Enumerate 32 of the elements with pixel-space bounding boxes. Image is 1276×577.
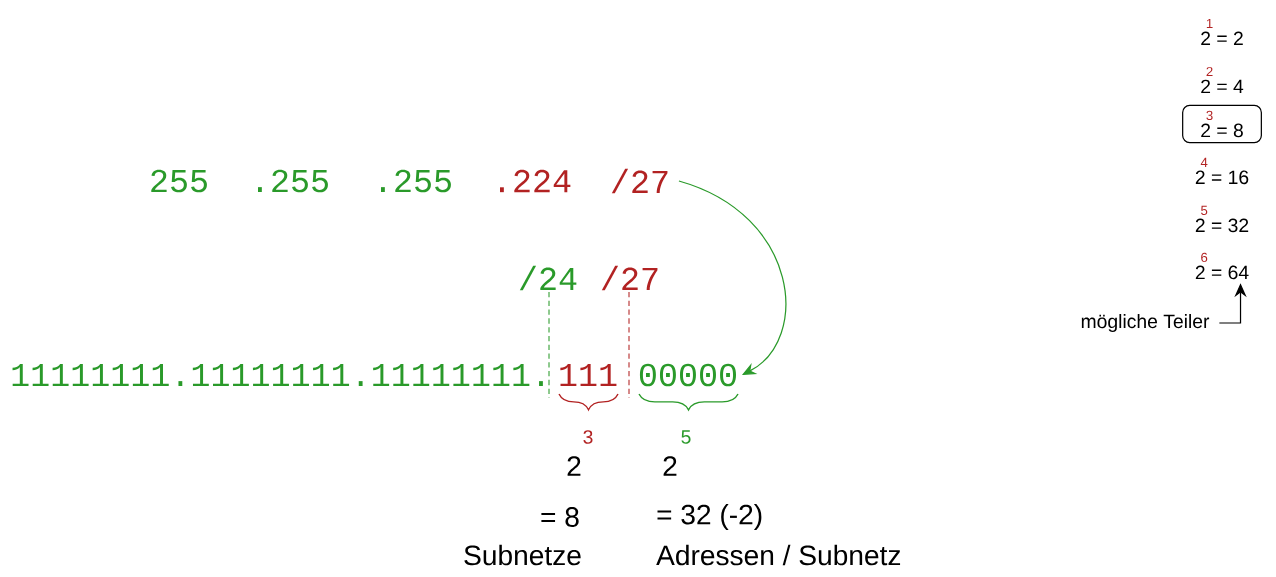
octet: .255 xyxy=(381,169,451,193)
exponent: 3 xyxy=(583,430,593,444)
caption-text: Subnetze xyxy=(464,544,581,566)
caption-text: mögliche Teiler xyxy=(1081,314,1210,332)
boxed-power xyxy=(1182,104,1262,144)
exponent: 6 xyxy=(1201,252,1208,263)
result-text: = 32 (-2) xyxy=(657,503,762,531)
power-term: 2 = 8 xyxy=(1201,123,1243,138)
prefix-length: /24 xyxy=(519,265,577,291)
power-term: 2 = 2 xyxy=(1201,31,1243,46)
curved-arrow xyxy=(678,180,787,375)
binary-mask: 11111111.11111111.11111111. xyxy=(12,364,543,386)
power-term: 2 = 64 xyxy=(1195,265,1249,280)
exponent: 4 xyxy=(1200,157,1208,167)
base-number: 2 xyxy=(567,456,581,476)
base-number: 2 xyxy=(663,456,677,476)
power-term: 2 = 32 xyxy=(1195,218,1249,233)
power-term: 2 = 16 xyxy=(1195,170,1249,185)
result-text: = 8 xyxy=(541,507,579,527)
octet: 255 xyxy=(151,169,207,193)
octet: .255 xyxy=(258,169,328,193)
prefix-length: /27 xyxy=(611,168,668,194)
exponent: 5 xyxy=(681,430,691,444)
exponent: 3 xyxy=(1206,110,1213,121)
exponent: 1 xyxy=(1206,18,1213,29)
host-bits: 00000 xyxy=(639,363,736,387)
exponent: 2 xyxy=(1206,66,1213,77)
octet: .224 xyxy=(500,169,571,193)
exponent: 5 xyxy=(1201,205,1208,215)
prefix-length: /27 xyxy=(601,265,658,291)
caption-text: Adressen / Subnetz xyxy=(656,544,901,566)
subnet-bits: 111 xyxy=(560,364,617,386)
